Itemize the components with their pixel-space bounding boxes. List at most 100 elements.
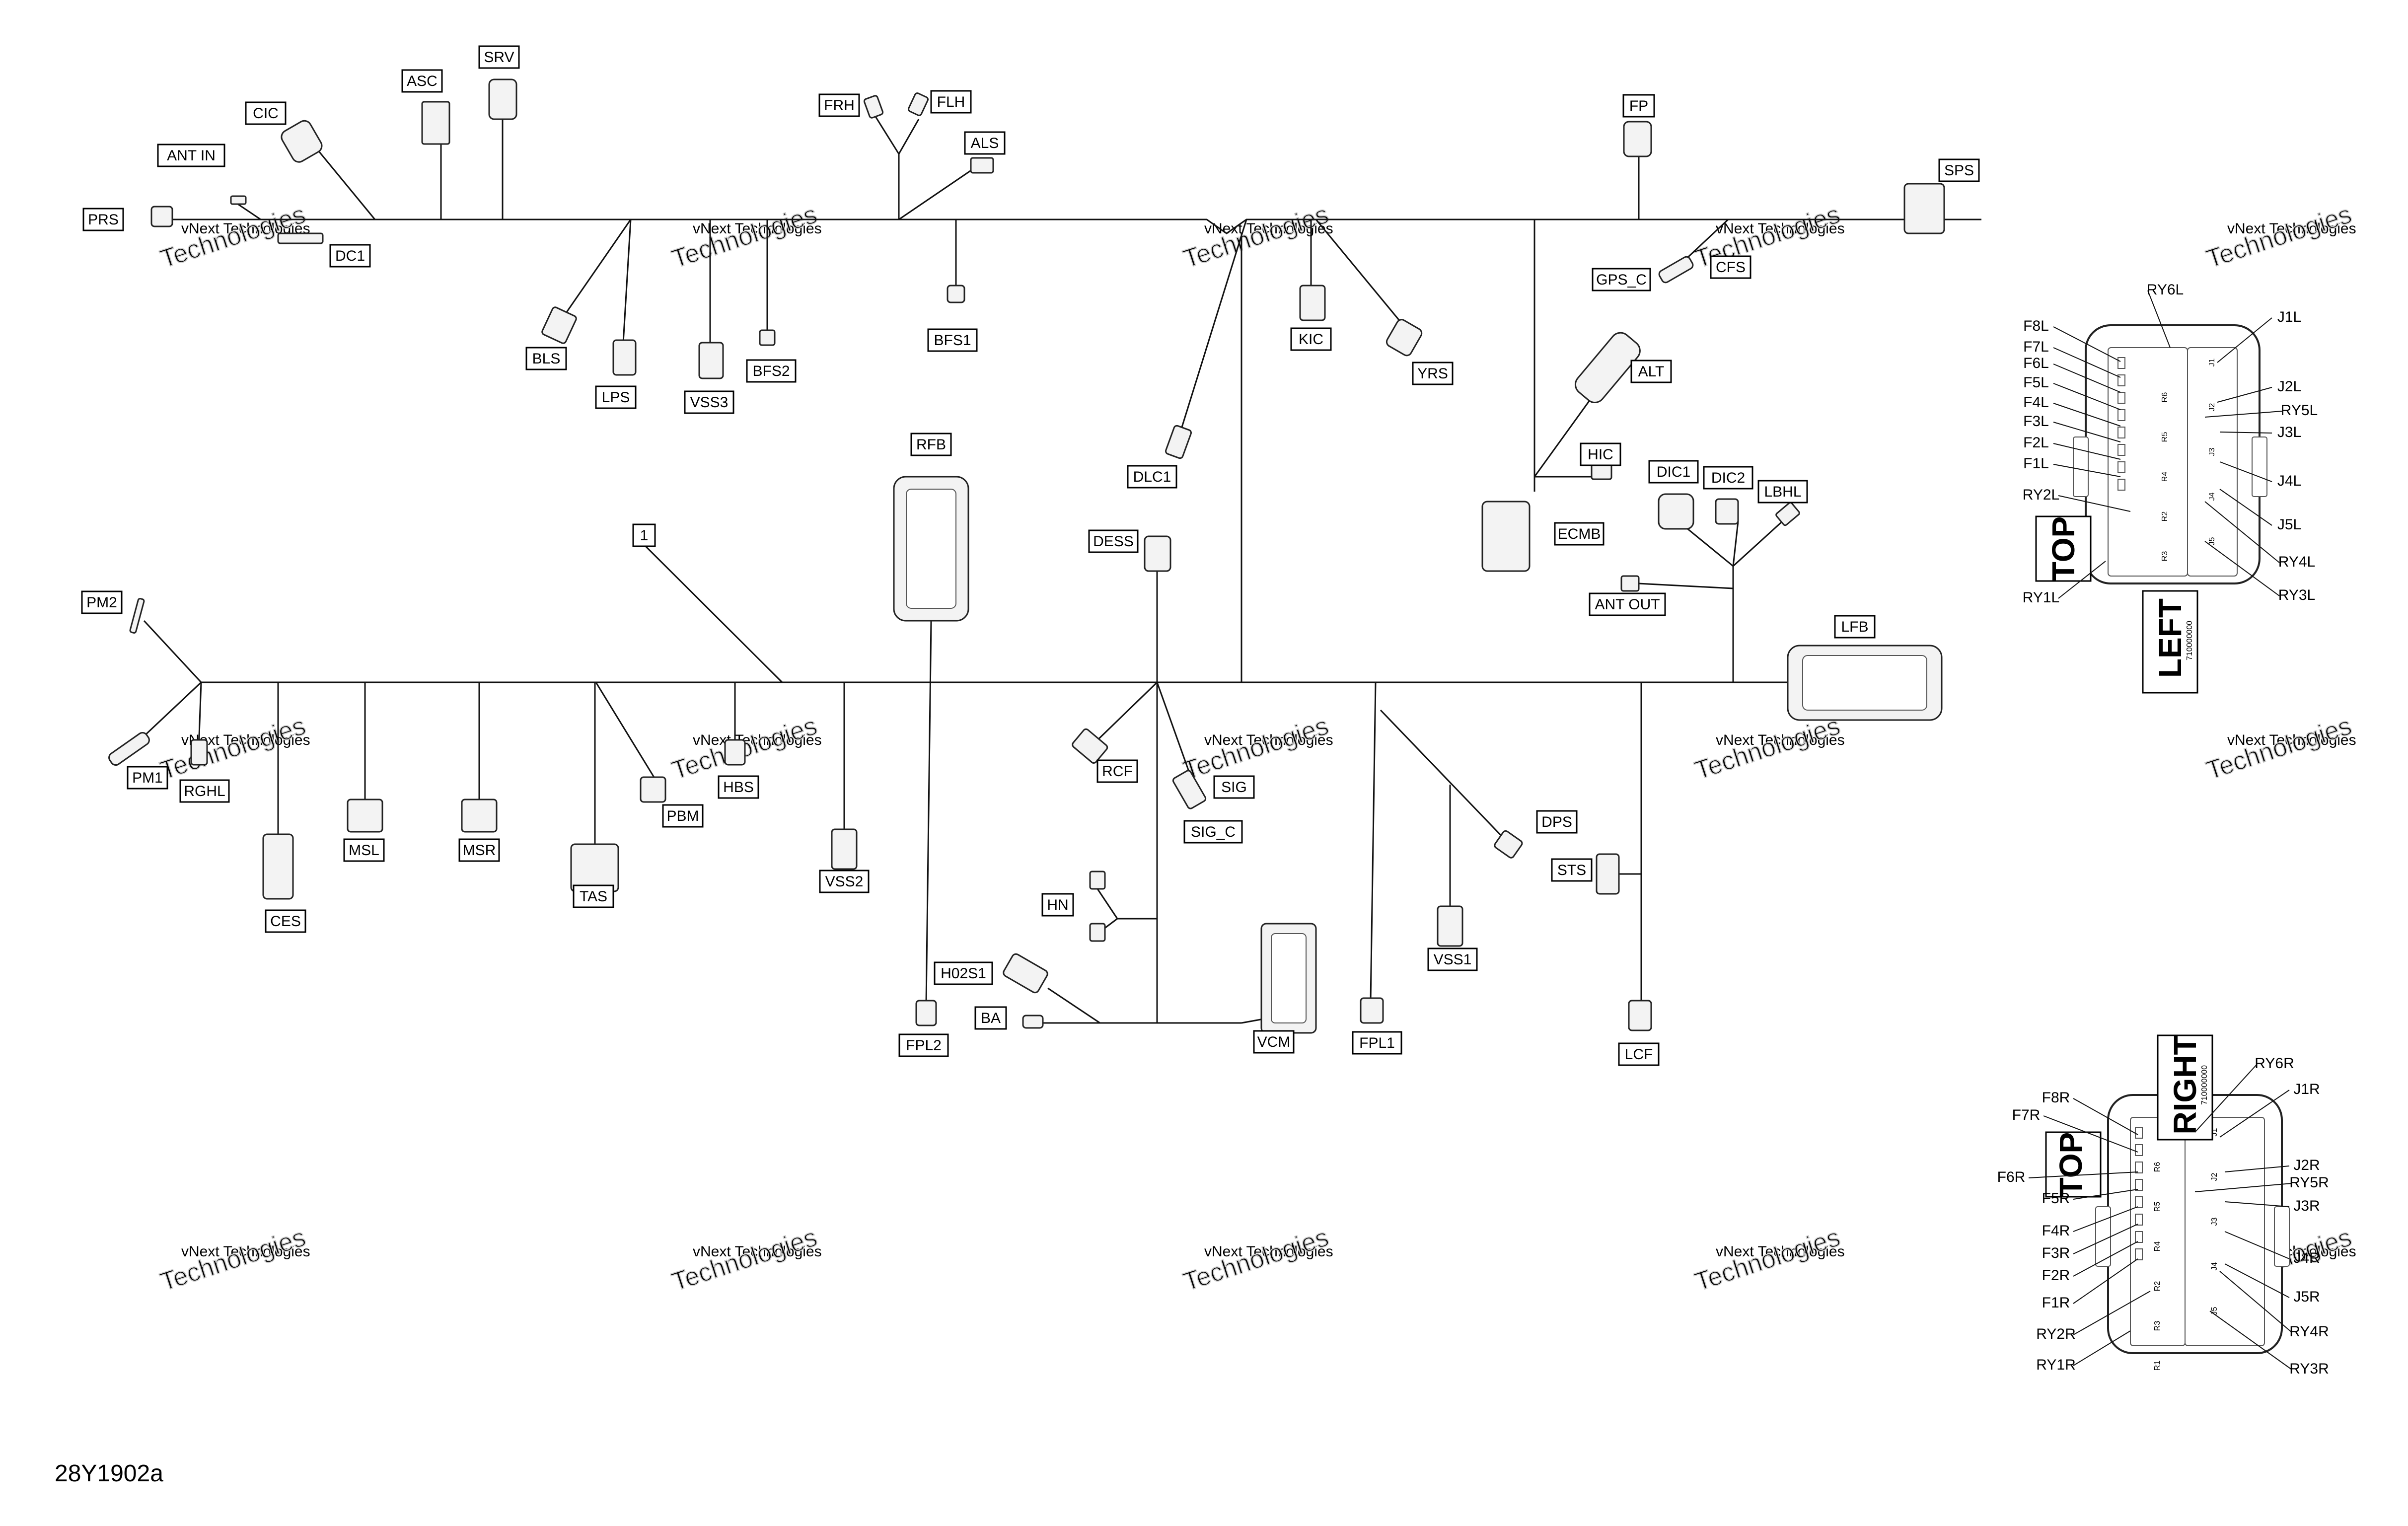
component-label[interactable]: MSL xyxy=(343,838,385,862)
component-label[interactable]: PM2 xyxy=(81,590,123,614)
component-label[interactable]: ANT OUT xyxy=(1589,592,1666,616)
component-label[interactable]: SIG xyxy=(1213,775,1255,799)
fuse-slot xyxy=(2117,461,2125,473)
component-label[interactable]: FPL1 xyxy=(1352,1031,1402,1055)
component-label[interactable]: BFS1 xyxy=(927,328,978,352)
component-label[interactable]: 1 xyxy=(632,523,656,547)
component-label[interactable]: LCF xyxy=(1618,1042,1660,1066)
component-label[interactable]: RFB xyxy=(910,433,952,456)
fuse-left-top-text: TOP xyxy=(2045,516,2081,581)
fuse-label: RY3R xyxy=(2289,1361,2329,1377)
fuse-label: F4R xyxy=(2042,1223,2070,1239)
component-label[interactable]: SIG_C xyxy=(1183,820,1243,844)
component-label-text: SIG xyxy=(1221,779,1247,796)
component-label[interactable]: VCM xyxy=(1253,1030,1295,1054)
component-label[interactable]: ALT xyxy=(1630,360,1672,383)
component-label[interactable]: HN xyxy=(1041,893,1074,917)
fuse-label: J1R xyxy=(2293,1081,2320,1097)
fuse-label: RY5R xyxy=(2289,1174,2329,1191)
fuse-label-leader xyxy=(2204,501,2280,563)
component-label-text: CES xyxy=(270,913,301,930)
fuse-label-leader xyxy=(2073,1291,2151,1335)
component-label[interactable]: SRV xyxy=(478,45,520,69)
component-label[interactable]: CIC xyxy=(245,101,287,125)
fuse-label-leader xyxy=(2028,1171,2138,1178)
component-label[interactable]: PM1 xyxy=(127,766,168,790)
fuse-slot-text: J4 xyxy=(2208,492,2216,501)
fuse-label: J5L xyxy=(2277,516,2301,533)
component-label-text: SIG_C xyxy=(1191,824,1236,840)
component-label[interactable]: H02S1 xyxy=(934,961,993,985)
fuse-label-leader xyxy=(2217,387,2272,403)
component-label-text: CFS xyxy=(1716,259,1746,276)
component-label[interactable]: DLC1 xyxy=(1127,465,1177,489)
component-label-text: CIC xyxy=(253,105,279,122)
fuse-slot-text: J2 xyxy=(2208,403,2216,411)
component-label[interactable]: CFS xyxy=(1710,255,1751,279)
fuse-label: F5L xyxy=(2023,374,2049,391)
component-label[interactable]: MSR xyxy=(458,838,500,862)
fuse-slot-text: R3 xyxy=(2161,551,2169,562)
fuse-right-side-text: RIGHT xyxy=(2167,1035,2203,1134)
fuse-label-leader xyxy=(2204,541,2280,596)
component-label-text: PM2 xyxy=(86,594,117,611)
component-label[interactable]: DC1 xyxy=(329,244,371,268)
fuse-slot-text: R5 xyxy=(2161,432,2169,442)
component-label[interactable]: VSS1 xyxy=(1427,947,1478,971)
component-label[interactable]: SPS xyxy=(1938,158,1980,182)
component-label[interactable]: ALS xyxy=(964,131,1006,155)
component-label[interactable]: DPS xyxy=(1536,810,1578,834)
component-label-text: PRS xyxy=(88,212,119,228)
component-label[interactable]: BFS2 xyxy=(746,359,797,383)
component-label[interactable]: ECMB xyxy=(1554,522,1605,546)
component-label-text: BFS2 xyxy=(752,363,790,379)
component-label[interactable]: VSS2 xyxy=(819,870,870,893)
component-label[interactable]: RCF xyxy=(1096,759,1138,783)
component-label[interactable]: GPS_C xyxy=(1592,268,1651,291)
component-label[interactable]: PBM xyxy=(662,804,704,828)
fuse-label-leader xyxy=(2224,1165,2290,1172)
component-label[interactable]: STS xyxy=(1551,858,1593,882)
component-label-text: FRH xyxy=(824,97,855,114)
component-label[interactable]: FPL2 xyxy=(898,1033,949,1057)
watermark-text: vNext Technologies xyxy=(2227,732,2356,748)
component-label[interactable]: DIC2 xyxy=(1703,466,1753,490)
fuse-label-leader xyxy=(2073,1098,2138,1135)
component-label-text: DIC1 xyxy=(1657,464,1690,480)
fuse-label: RY6R xyxy=(2255,1055,2294,1072)
component-label[interactable]: YRS xyxy=(1412,362,1454,385)
component-label[interactable]: BA xyxy=(974,1006,1007,1030)
watermark-text: vNext Technologies xyxy=(693,1243,822,1260)
component-label[interactable]: PRS xyxy=(82,208,124,231)
component-label[interactable]: HIC xyxy=(1580,442,1621,466)
fuse-slot-text: R4 xyxy=(2161,472,2169,482)
component-label[interactable]: HBS xyxy=(718,775,759,799)
component-label[interactable]: DESS xyxy=(1088,529,1139,553)
fuse-slot-text: R2 xyxy=(2153,1281,2162,1292)
component-label[interactable]: ASC xyxy=(401,69,443,93)
component-label[interactable]: DIC1 xyxy=(1648,460,1699,484)
component-label[interactable]: ANT IN xyxy=(157,144,225,167)
component-label[interactable]: CES xyxy=(265,909,306,933)
component-label[interactable]: VSS3 xyxy=(684,390,734,414)
component-label[interactable]: FRH xyxy=(818,93,860,117)
component-label[interactable]: TAS xyxy=(573,884,614,908)
component-label[interactable]: FLH xyxy=(930,90,972,114)
component-label-text: GPS_C xyxy=(1596,272,1647,288)
fuse-label-leader xyxy=(2053,363,2121,393)
component-label[interactable]: LFB xyxy=(1834,615,1876,639)
component-label[interactable]: LPS xyxy=(595,385,637,409)
fuse-label-leader xyxy=(2194,1183,2292,1192)
fuse-slot xyxy=(2135,1214,2143,1226)
component-label[interactable]: RGHL xyxy=(179,779,230,803)
fuse-label-leader xyxy=(2209,1310,2292,1370)
component-label[interactable]: LBHL xyxy=(1757,480,1808,504)
component-label[interactable]: FP xyxy=(1622,94,1655,118)
component-label[interactable]: KIC xyxy=(1290,327,1332,351)
component-label[interactable]: BLS xyxy=(525,347,567,370)
